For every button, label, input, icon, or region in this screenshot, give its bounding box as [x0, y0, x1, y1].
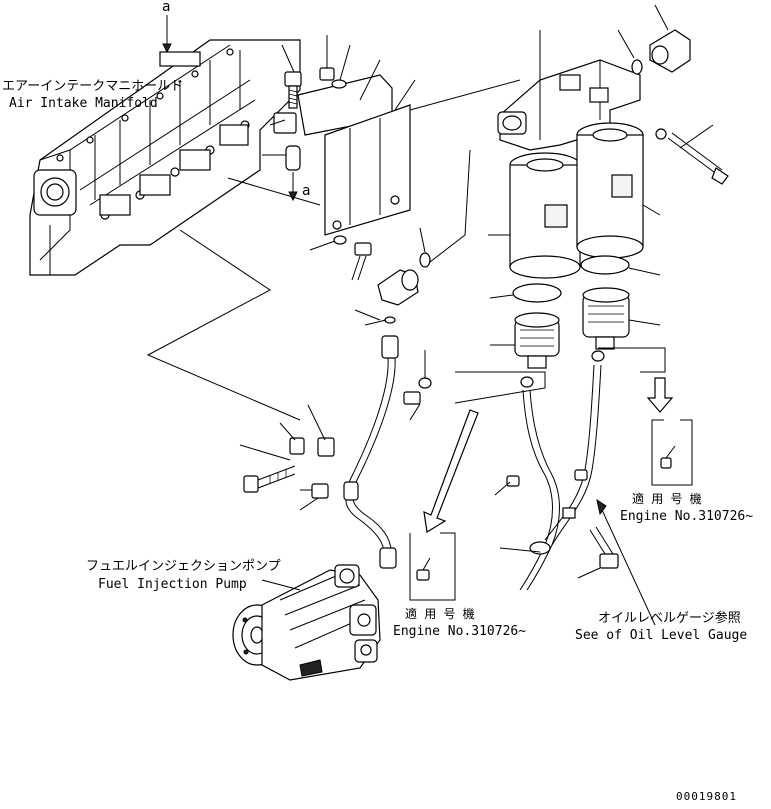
pump-label-leader — [261, 579, 301, 591]
manifold-label-en: Air Intake Manifold — [9, 96, 158, 111]
callout-a-arrow-top — [159, 15, 201, 67]
callout-a-mid: a — [302, 183, 311, 199]
applicable-label-jp-left: 適 用 号 機 — [405, 607, 475, 621]
separator-bowl-left — [490, 312, 560, 369]
drain-hoses — [494, 364, 602, 591]
drawing-serial-number: 00019801 — [676, 790, 737, 803]
applicable-label-jp-right: 適 用 号 機 — [632, 492, 702, 506]
fuel-filter-right — [576, 122, 661, 259]
o-ring-right — [580, 255, 661, 276]
washer-and-bolt-mid — [309, 235, 372, 281]
air-intake-manifold — [29, 39, 301, 276]
applicable-label-en-right: Engine No.310726~ — [620, 509, 754, 524]
clamp-bolt — [577, 526, 619, 579]
manifold-label-jp: エアーインテークマニホールド — [2, 79, 184, 94]
separator-bowl-right — [582, 287, 661, 350]
elbow-fitting-mid — [377, 149, 471, 306]
drain-fitting-left — [454, 371, 546, 404]
oil-gauge-label-jp: オイルレベルゲージ参照 — [598, 611, 741, 626]
leader-lines — [227, 35, 521, 206]
detail-arrow-right — [646, 377, 693, 486]
detail-arrow-left — [409, 409, 479, 601]
applicable-label-en-left: Engine No.310726~ — [393, 624, 527, 639]
pump-label-en: Fuel Injection Pump — [98, 577, 247, 592]
oil-gauge-arrow — [596, 498, 656, 626]
elbow-fitting-top — [617, 4, 691, 75]
pump-label-jp: フュエルインジェクションポンプ — [86, 559, 281, 574]
pipe-clamps — [279, 350, 432, 457]
fuel-injection-pump — [232, 564, 381, 681]
bracket-assembly — [273, 74, 411, 236]
bracket-bolt — [284, 71, 302, 109]
fuel-filter-left — [488, 152, 581, 279]
reference-lines — [146, 229, 381, 421]
head-bolt — [655, 124, 729, 185]
callout-a-top: a — [162, 0, 171, 15]
drain-fitting-right — [591, 347, 666, 373]
fuel-line-pipe — [343, 316, 399, 569]
oil-gauge-label-en: See of Oil Level Gauge — [575, 628, 748, 643]
clamp-bolts-lower — [239, 444, 329, 511]
o-ring-left — [489, 283, 562, 303]
nut-and-washer — [319, 67, 347, 89]
